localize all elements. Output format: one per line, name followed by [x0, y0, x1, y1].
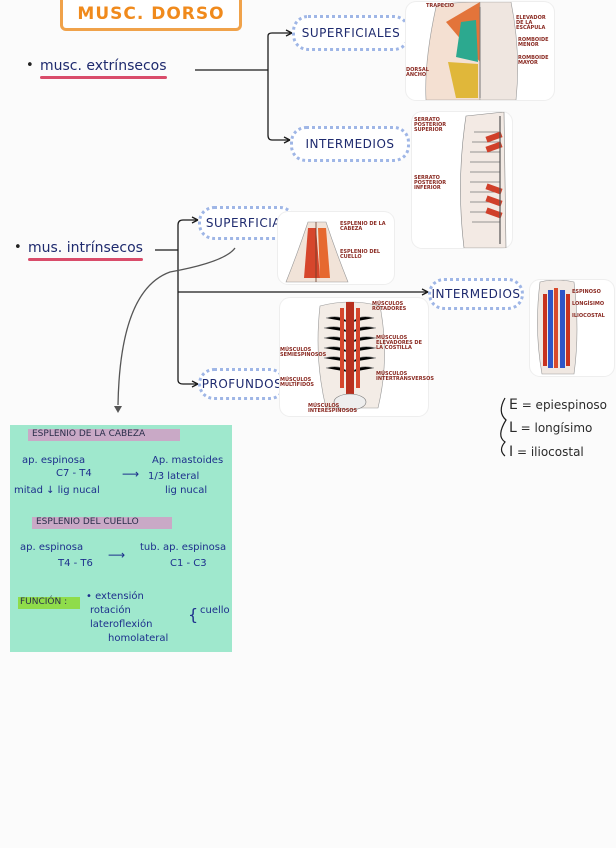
label-iliocostal: ILIOCOSTAL — [572, 313, 605, 319]
legend-item-i: I = iliocostal — [509, 444, 584, 460]
note-h1-l2: C7 - T4 — [56, 468, 92, 479]
label-romboide-mayor: ROMBOIDE MAYOR — [518, 55, 549, 66]
note-func-3: lateroflexión — [90, 619, 153, 630]
bullet-dot-2: • — [14, 240, 22, 255]
page-title-box: MUSC. DORSO — [60, 0, 242, 31]
note-h1-r2: 1/3 lateral — [148, 471, 200, 482]
intermedios-extr-cloud: INTERMEDIOS — [290, 126, 410, 162]
intermedios-intr-cloud: INTERMEDIOS — [428, 278, 524, 310]
label-serrato-inferior: SERRATO POSTERIOR INFERIOR — [414, 175, 447, 191]
intrinsecos-underline — [28, 258, 143, 261]
label-semiespinosos: MÚSCULOS SEMIESPINOSOS — [280, 347, 327, 358]
intermedios-intr-label: INTERMEDIOS — [431, 287, 521, 301]
label-espinoso: ESPINOSO — [572, 289, 601, 295]
label-serrato-superior: SERRATO POSTERIOR SUPERIOR — [414, 117, 447, 133]
note-func-2: rotación — [90, 605, 131, 616]
profundos-illustration: MÚSCULOS ROTADORES MÚSCULOS ELEVADORES D… — [280, 298, 435, 416]
legend-text-l: = longísimo — [520, 421, 593, 435]
erector-drawing — [537, 279, 578, 375]
esplenio-drawing — [285, 221, 349, 283]
legend-text-e: = epiespinoso — [521, 398, 608, 412]
superficiales-illustration: TRAPECIO ELEVADOR DE LA ESCÁPULA ROMBOID… — [406, 1, 554, 101]
superficiales-label: SUPERFICIALES — [301, 26, 401, 40]
note-func-4: homolateral — [108, 633, 169, 644]
superficiales-cloud: SUPERFICIALES — [292, 15, 410, 51]
label-dorsal-ancho: DORSAL ANCHO — [406, 67, 429, 78]
note-h1-r1: Ap. mastoides — [152, 455, 224, 466]
label-elevadores-costilla: MÚSCULOS ELEVADORES DE LA COSTILLA — [376, 335, 422, 351]
label-esplenio-cuello: ESPLENIO DEL CUELLO — [340, 249, 381, 260]
extrinsecos-underline — [40, 76, 167, 79]
extrinsecos-label: musc. extrínsecos — [40, 58, 167, 74]
intermedios-extr-label: INTERMEDIOS — [305, 137, 395, 151]
label-longisimo: LONGÍSIMO — [572, 301, 605, 307]
note-heading-cuello: ESPLENIO DEL CUELLO — [36, 517, 139, 527]
highlight-funcion — [18, 597, 80, 609]
intrinsecos-label-wrap: mus. intrínsecos — [28, 240, 143, 261]
highlight-h2 — [32, 517, 172, 529]
legend-item-l: L = longísimo — [509, 420, 592, 436]
label-elevador: ELEVADOR DE LA ESCÁPULA — [516, 15, 546, 31]
serratos-illustration: SERRATO POSTERIOR SUPERIOR SERRATO POSTE… — [412, 111, 512, 249]
note-h2-r2: C1 - C3 — [170, 558, 207, 569]
sticky-note: ESPLENIO DE LA CABEZA ap. espinosa C7 - … — [10, 425, 232, 652]
esplenio-illustration: ESPLENIO DE LA CABEZA ESPLENIO DEL CUELL… — [278, 212, 394, 284]
profundos-cloud: PROFUNDOS — [198, 368, 286, 400]
legend-letter-l: L — [509, 420, 517, 436]
bullet-dot: • — [26, 58, 34, 73]
note-h2-r1: tub. ap. espinosa — [140, 542, 227, 553]
brace-icon: { — [188, 605, 199, 624]
extrinsecos-label-wrap: musc. extrínsecos — [40, 58, 167, 79]
label-intertransversos: MÚSCULOS INTERTRANSVERSOS — [376, 371, 435, 382]
back-superficial-muscles-drawing — [425, 1, 518, 101]
label-trapecio: TRAPECIO — [426, 3, 454, 9]
note-func-1: • extensión — [86, 591, 144, 602]
label-interespinosos: MÚSCULOS INTERESPINOSOS — [308, 403, 358, 414]
highlight-h1 — [28, 429, 180, 441]
superficial-label: SUPERFICIAL — [205, 216, 289, 230]
legend-item-e: E = epiespinoso — [509, 397, 607, 413]
erector-illustration: ESPINOSO LONGÍSIMO ILIOCOSTAL — [530, 279, 614, 376]
label-rotadores: MÚSCULOS ROTADORES — [372, 301, 407, 312]
note-h1-r3: lig nucal — [165, 485, 208, 496]
legend-letter-i: I — [509, 444, 514, 460]
intrinsecos-label: mus. intrínsecos — [28, 240, 143, 256]
legend-text-i: = iliocostal — [516, 445, 584, 459]
label-multifidos: MÚSCULOS MULTÍFIDOS — [280, 377, 314, 388]
arrow-right-icon-2: ⟶ — [108, 548, 126, 562]
legend-letter-e: E — [509, 397, 518, 413]
page-title: MUSC. DORSO — [77, 4, 225, 24]
profundos-label: PROFUNDOS — [201, 377, 283, 391]
serratos-drawing — [460, 111, 507, 249]
profundos-drawing — [317, 301, 385, 411]
label-esplenio-cabeza: ESPLENIO DE LA CABEZA — [340, 221, 386, 232]
note-h2-l2: T4 - T6 — [58, 558, 93, 569]
label-romboide-menor: ROMBOIDE MENOR — [518, 37, 549, 48]
note-h1-l1: ap. espinosa — [22, 455, 86, 466]
note-func-side: cuello — [200, 605, 230, 616]
note-h1-l3: mitad ↓ lig nucal — [14, 485, 100, 496]
note-heading-cabeza: ESPLENIO DE LA CABEZA — [32, 429, 146, 439]
note-h2-l1: ap. espinosa — [20, 542, 84, 553]
note-funcion-label: FUNCIÓN : — [20, 597, 68, 607]
arrow-right-icon: ⟶ — [122, 467, 140, 481]
